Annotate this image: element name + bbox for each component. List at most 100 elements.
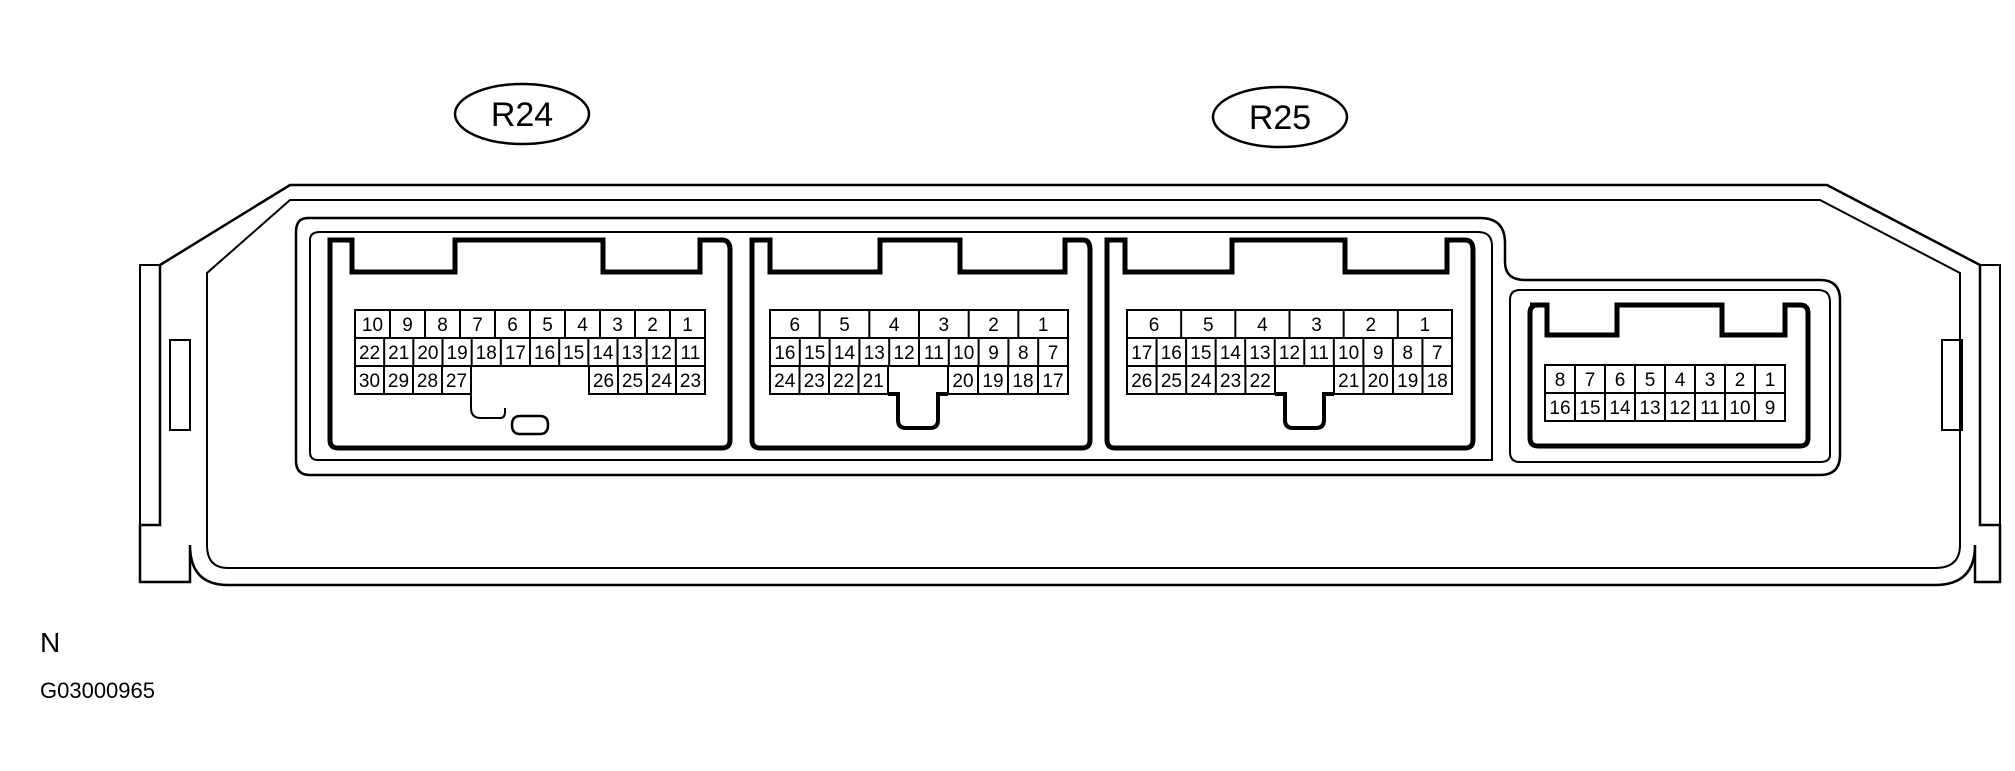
c2-pin-12: 12 xyxy=(894,343,915,364)
c1-pin-2: 2 xyxy=(647,315,658,336)
c3-pin-13: 13 xyxy=(1249,343,1270,364)
c4-pin-6: 6 xyxy=(1615,370,1626,391)
c1-pin-30: 30 xyxy=(359,371,380,392)
c1-pin-7: 7 xyxy=(472,315,483,336)
c1-pin-19: 19 xyxy=(447,343,468,364)
c3-pin-7: 7 xyxy=(1432,343,1443,364)
callout-r25-label: R25 xyxy=(1249,99,1311,137)
c4-pin-15: 15 xyxy=(1579,398,1600,419)
connector-c1-housing xyxy=(327,237,733,451)
c1-pin-15: 15 xyxy=(563,343,584,364)
c1-pin-3: 3 xyxy=(612,315,623,336)
c3-pin-16: 16 xyxy=(1161,343,1182,364)
c3-pin-21: 21 xyxy=(1338,371,1359,392)
c1-pin-1: 1 xyxy=(682,315,693,336)
c1-pin-16: 16 xyxy=(534,343,555,364)
c2-pin-6: 6 xyxy=(790,315,801,336)
c2-pin-10: 10 xyxy=(953,343,974,364)
c1-pin-8: 8 xyxy=(437,315,448,336)
c4-pin-14: 14 xyxy=(1609,398,1631,419)
c3-pin-4: 4 xyxy=(1257,315,1268,336)
c2-pin-21: 21 xyxy=(863,371,884,392)
c1-pin-11: 11 xyxy=(681,343,701,364)
c1-pin-26: 26 xyxy=(593,371,614,392)
c4-pin-10: 10 xyxy=(1729,398,1750,419)
c3-pin-25: 25 xyxy=(1161,371,1182,392)
c3-pin-23: 23 xyxy=(1220,371,1241,392)
c4-pin-16: 16 xyxy=(1549,398,1570,419)
c3-pin-12: 12 xyxy=(1279,343,1300,364)
c3-pin-19: 19 xyxy=(1397,371,1418,392)
c1-pin-29: 29 xyxy=(388,371,409,392)
c1-key-left xyxy=(470,394,506,419)
c2-pin-1: 1 xyxy=(1038,315,1049,336)
c4-pin-11: 11 xyxy=(1700,398,1720,419)
c1-pin-20: 20 xyxy=(417,343,438,364)
c4-pin-12: 12 xyxy=(1669,398,1690,419)
c2-pin-14: 14 xyxy=(834,343,856,364)
c2-pin-22: 22 xyxy=(833,371,854,392)
c3-pin-24: 24 xyxy=(1190,371,1212,392)
c3-row3_left-frame xyxy=(1126,365,1276,395)
c3-pin-11: 11 xyxy=(1309,343,1329,364)
callout-r24-label: R24 xyxy=(491,96,553,134)
c2-pin-24: 24 xyxy=(774,371,796,392)
c2-pin-13: 13 xyxy=(864,343,885,364)
c1-pin-25: 25 xyxy=(622,371,643,392)
c2-pin-17: 17 xyxy=(1042,371,1063,392)
ecu-housing xyxy=(138,183,2002,587)
c4-pin-1: 1 xyxy=(1765,370,1776,391)
c4-pin-3: 3 xyxy=(1705,370,1716,391)
c2-pin-23: 23 xyxy=(804,371,825,392)
c1-pin-23: 23 xyxy=(680,371,701,392)
c4-pin-7: 7 xyxy=(1585,370,1596,391)
callout-r24: R24 xyxy=(453,82,591,146)
c1-pin-18: 18 xyxy=(476,343,497,364)
c2-pin-8: 8 xyxy=(1018,343,1029,364)
c3-pin-15: 15 xyxy=(1190,343,1211,364)
c4-pin-8: 8 xyxy=(1555,370,1566,391)
c1-pin-22: 22 xyxy=(359,343,380,364)
c1-pin-24: 24 xyxy=(651,371,673,392)
connector-c3-housing xyxy=(1104,237,1476,451)
c4-pin-9: 9 xyxy=(1765,398,1776,419)
c1-pin-14: 14 xyxy=(592,343,614,364)
c2-pin-20: 20 xyxy=(952,371,973,392)
c2-pin-11: 11 xyxy=(924,343,944,364)
c3-pin-2: 2 xyxy=(1365,315,1376,336)
c3-pin-6: 6 xyxy=(1149,315,1160,336)
c2-pin-3: 3 xyxy=(939,315,950,336)
c3-pin-14: 14 xyxy=(1220,343,1242,364)
c2-pin-4: 4 xyxy=(889,315,900,336)
c1-pin-28: 28 xyxy=(417,371,438,392)
c3-pin-22: 22 xyxy=(1250,371,1271,392)
c2-notch xyxy=(888,392,948,430)
c3-pin-9: 9 xyxy=(1373,343,1384,364)
c1-pin-27: 27 xyxy=(446,371,467,392)
c4-pin-5: 5 xyxy=(1645,370,1656,391)
c1-pin-5: 5 xyxy=(542,315,553,336)
c2-pin-15: 15 xyxy=(804,343,825,364)
c3-row2-frame xyxy=(1126,337,1453,367)
c1-pin-6: 6 xyxy=(507,315,518,336)
c1-key-oval xyxy=(510,414,550,436)
c3-notch xyxy=(1275,392,1334,430)
c3-pin-3: 3 xyxy=(1311,315,1322,336)
c3-pin-26: 26 xyxy=(1131,371,1152,392)
c1-pin-12: 12 xyxy=(651,343,672,364)
c3-pin-1: 1 xyxy=(1420,315,1431,336)
c3-pin-8: 8 xyxy=(1402,343,1413,364)
view-label: N xyxy=(40,627,61,658)
c2-pin-5: 5 xyxy=(839,315,850,336)
c4-pin-4: 4 xyxy=(1675,370,1686,391)
c1-pin-21: 21 xyxy=(388,343,409,364)
c1-pin-4: 4 xyxy=(577,315,588,336)
c1-pin-17: 17 xyxy=(505,343,526,364)
connector-c2-housing xyxy=(749,237,1093,451)
c2-pin-16: 16 xyxy=(774,343,795,364)
figure-code: G03000965 xyxy=(40,678,155,703)
c4-pin-2: 2 xyxy=(1735,370,1746,391)
c2-pin-18: 18 xyxy=(1012,371,1033,392)
c1-pin-10: 10 xyxy=(362,315,383,336)
